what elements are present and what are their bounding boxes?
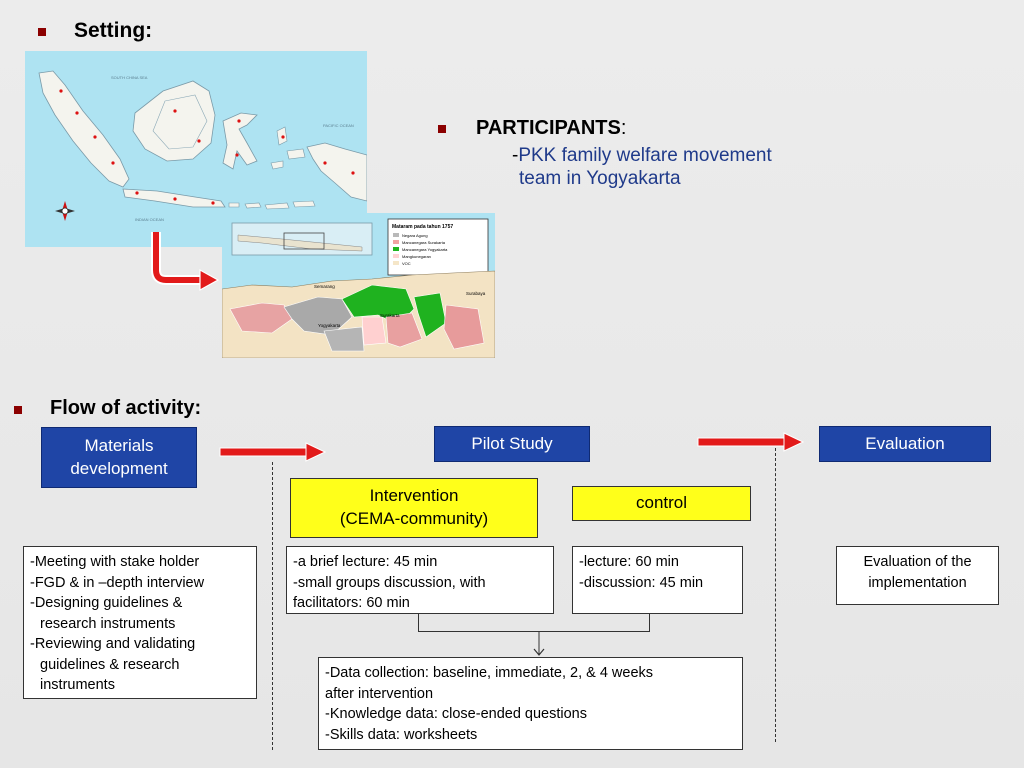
detail-line: -small groups discussion, with: [293, 574, 486, 591]
detail-line: -Knowledge data: close-ended questions: [325, 706, 587, 722]
participants-line-2: team in Yogyakarta: [519, 168, 681, 189]
divider-dashed: [272, 462, 273, 750]
java-legend-item: Mancanegara Surakarta: [402, 240, 446, 245]
detail-line: -Reviewing and validating: [30, 636, 196, 652]
connector-line: [418, 631, 650, 632]
detail-line: -FGD & in –depth interview: [30, 574, 205, 591]
setting-heading: Setting:: [74, 19, 153, 42]
participants-colon: :: [620, 117, 627, 139]
java-city-label: Surabaya: [466, 291, 486, 296]
intervention-box: Intervention (CEMA-community): [290, 478, 538, 538]
detail-line: after intervention: [325, 685, 434, 702]
red-arrow-icon: [219, 442, 327, 462]
detail-line: guidelines & research: [40, 656, 180, 673]
indonesia-map: SOUTH CHINA SEA PACIFIC OCEAN INDIAN OCE…: [25, 51, 367, 247]
divider-dashed: [775, 448, 776, 742]
java-legend-item: Mangkunegaran: [402, 254, 431, 259]
detail-line: -Designing guidelines &: [30, 595, 183, 611]
intervention-box-line: Intervention: [369, 486, 459, 506]
participants-line-1-text: PKK family welfare movement: [518, 145, 772, 166]
control-details-box: -lecture: 60 min -discussion: 45 min: [572, 546, 743, 614]
map-label-indian-ocean: INDIAN OCEAN: [135, 217, 164, 222]
materials-details-box: -Meeting with stake holder -FGD & in –de…: [23, 546, 257, 699]
java-legend-item: Mancanegara Yogyakarta: [402, 247, 448, 252]
detail-line: facilitators: 60 min: [293, 595, 410, 611]
java-legend-item: VOC: [402, 261, 411, 266]
materials-development-box: Materials development: [41, 427, 197, 488]
red-arrow-icon: [697, 432, 805, 452]
evaluation-label: Evaluation: [865, 433, 945, 453]
control-label: control: [635, 493, 688, 513]
flow-heading: Flow of activity:: [50, 397, 202, 419]
participants-dash: -: [512, 145, 519, 166]
detail-line: -Data collection: baseline, immediate, 2…: [325, 665, 654, 681]
control-box: control: [572, 486, 751, 521]
map-label-south-china-sea: SOUTH CHINA SEA: [111, 75, 148, 80]
connector-line: [418, 614, 419, 632]
red-curved-arrow-icon: [151, 232, 220, 292]
detail-line: Evaluation of the: [863, 554, 972, 570]
detail-line: instruments: [40, 677, 115, 693]
java-city-label: Semarang: [314, 284, 335, 289]
java-legend-title: Mataram pada tahun 1757: [392, 224, 453, 230]
bullet-icon: [438, 125, 446, 133]
detail-line: -Meeting with stake holder: [30, 554, 200, 570]
java-city-label: Surakarta: [380, 313, 400, 318]
data-collection-box: -Data collection: baseline, immediate, 2…: [318, 657, 743, 750]
materials-box-line: Materials: [84, 436, 154, 456]
connector-line: [649, 614, 650, 632]
detail-line: -discussion: 45 min: [579, 574, 704, 591]
detail-line: -lecture: 60 min: [579, 554, 679, 570]
evaluation-details-box: Evaluation of the implementation: [836, 546, 999, 605]
intervention-details-box: -a brief lecture: 45 min -small groups d…: [286, 546, 554, 614]
intervention-box-line: (CEMA-community): [339, 509, 489, 528]
bullet-icon: [14, 406, 22, 414]
down-arrow-icon: [533, 631, 545, 656]
map-label-pacific-ocean: PACIFIC OCEAN: [323, 123, 354, 128]
participants-heading: PARTICIPANTS:: [476, 117, 626, 140]
java-map: Mataram pada tahun 1757 Negara Agung Man…: [222, 213, 495, 358]
participants-line-1: -PKK family welfare movement: [512, 145, 772, 167]
detail-line: research instruments: [40, 615, 176, 632]
java-city-label: Yogyakarta: [318, 323, 341, 328]
detail-line: -a brief lecture: 45 min: [293, 554, 438, 570]
bullet-icon: [38, 28, 46, 36]
pilot-study-box: Pilot Study: [434, 426, 590, 462]
detail-line: -Skills data: worksheets: [325, 726, 478, 743]
java-legend-item: Negara Agung: [402, 233, 428, 238]
materials-box-line: development: [70, 458, 168, 478]
participants-heading-text: PARTICIPANTS: [476, 117, 621, 139]
pilot-study-label: Pilot Study: [471, 433, 553, 453]
detail-line: implementation: [868, 574, 967, 591]
evaluation-box: Evaluation: [819, 426, 991, 462]
